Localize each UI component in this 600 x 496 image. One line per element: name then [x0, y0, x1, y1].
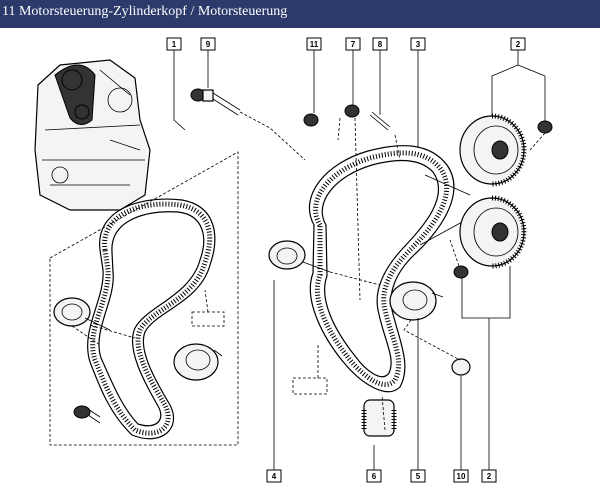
left-bolt	[73, 405, 101, 424]
svg-text:6: 6	[372, 472, 377, 481]
left-timing-belt	[87, 198, 216, 440]
stud-8	[369, 111, 391, 131]
left-idler-pulley	[173, 343, 223, 381]
svg-text:7: 7	[351, 40, 356, 49]
callout-2-bottom: 2	[481, 469, 497, 483]
right-label-box	[292, 377, 328, 395]
callout-1: 1	[166, 37, 182, 51]
left-label-leader	[204, 289, 209, 313]
svg-text:3: 3	[416, 40, 421, 49]
nut-7	[344, 104, 360, 118]
svg-text:1: 1	[172, 40, 177, 49]
callout-9: 9	[200, 37, 216, 51]
svg-text:4: 4	[272, 472, 277, 481]
callout-7: 7	[345, 37, 361, 51]
nut-2-lower	[453, 265, 469, 279]
window-title: 11 Motorsteuerung-Zylinderkopf / Motorst…	[2, 4, 288, 19]
timing-belt-diagram: 1 9 11 7 8 3 2 4 6 5 10 2	[34, 37, 553, 483]
right-idler-pulley	[389, 281, 444, 321]
right-timing-belt	[308, 145, 476, 393]
camshaft-pulley-lower	[459, 195, 527, 269]
callout-11: 11	[306, 37, 322, 51]
svg-text:2: 2	[487, 472, 492, 481]
nut-11	[303, 113, 319, 127]
bolt-9	[190, 88, 241, 116]
engine-illustration	[34, 59, 151, 211]
callout-8: 8	[372, 37, 388, 51]
callout-3: 3	[410, 37, 426, 51]
svg-text:11: 11	[310, 40, 319, 49]
window-title-bar: 11 Motorsteuerung-Zylinderkopf / Motorst…	[0, 0, 600, 28]
svg-text:10: 10	[457, 472, 466, 481]
svg-text:9: 9	[206, 40, 211, 49]
nut-10	[451, 358, 471, 376]
callout-6: 6	[366, 469, 382, 483]
right-tensioner-roller	[268, 240, 331, 273]
callout-2-top: 2	[510, 37, 526, 51]
camshaft-pulley-upper	[459, 113, 527, 187]
svg-text:8: 8	[378, 40, 383, 49]
callout-10: 10	[453, 469, 469, 483]
callout-4: 4	[266, 469, 282, 483]
left-label-box	[191, 311, 225, 327]
nut-2-upper	[537, 120, 553, 134]
callout-5: 5	[410, 469, 426, 483]
crankshaft-sprocket-6	[361, 399, 397, 437]
left-tensioner-pulley	[53, 297, 111, 346]
svg-text:5: 5	[416, 472, 421, 481]
svg-text:2: 2	[516, 40, 521, 49]
